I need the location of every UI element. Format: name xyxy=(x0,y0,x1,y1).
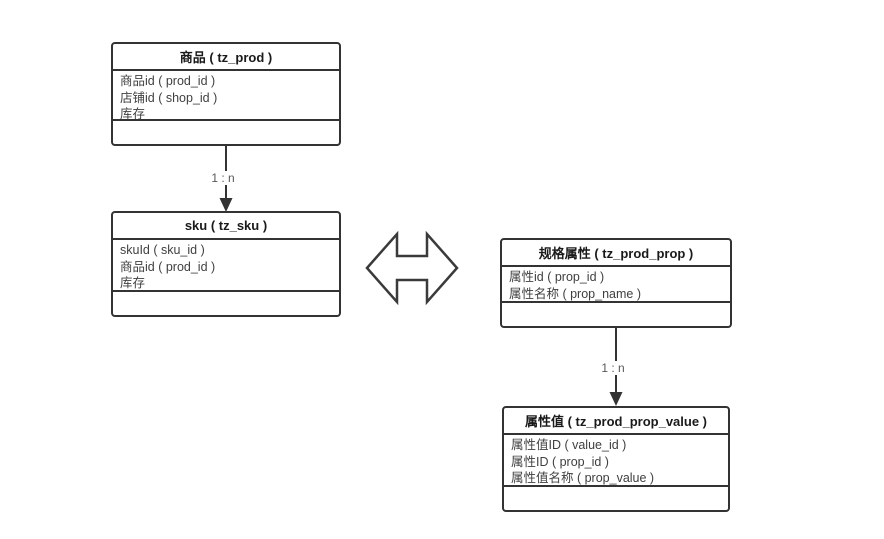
entity-field: 属性id ( prop_id ) xyxy=(509,270,605,284)
entity-fields-sku: skuId ( sku_id ) 商品id ( prod_id ) 库存 xyxy=(113,240,339,292)
bidirectional-arrow-icon xyxy=(365,230,459,306)
entity-field: 库存 xyxy=(120,276,146,290)
entity-field: 属性值ID ( value_id ) xyxy=(511,438,627,452)
entity-field: 属性值名称 ( prop_value ) xyxy=(511,471,655,485)
entity-field: 属性ID ( prop_id ) xyxy=(511,454,609,469)
entity-box-prod-prop-value: 属性值 ( tz_prod_prop_value ) 属性值ID ( value… xyxy=(502,406,730,512)
entity-box-sku: sku ( tz_sku ) skuId ( sku_id ) 商品id ( p… xyxy=(111,211,341,317)
entity-box-prod-prop: 规格属性 ( tz_prod_prop ) 属性id ( prop_id ) 属… xyxy=(500,238,732,328)
entity-title-sku: sku ( tz_sku ) xyxy=(113,213,339,240)
entity-title-prod: 商品 ( tz_prod ) xyxy=(113,44,339,71)
relation-label: 1 : n xyxy=(599,361,627,375)
entity-empty-section xyxy=(113,292,339,315)
entity-empty-section xyxy=(502,303,730,326)
entity-title-prod-prop-value: 属性值 ( tz_prod_prop_value ) xyxy=(504,408,728,435)
entity-title-prod-prop: 规格属性 ( tz_prod_prop ) xyxy=(502,240,730,267)
entity-empty-section xyxy=(113,121,339,144)
entity-field: 属性名称 ( prop_name ) xyxy=(509,286,641,301)
entity-field: 商品id ( prod_id ) xyxy=(120,259,216,274)
entity-field: 商品id ( prod_id ) xyxy=(120,74,216,88)
entity-field: 店铺id ( shop_id ) xyxy=(120,90,218,105)
entity-box-prod: 商品 ( tz_prod ) 商品id ( prod_id ) 店铺id ( s… xyxy=(111,42,341,146)
arrowhead-down-icon xyxy=(609,392,623,406)
arrowhead-down-icon xyxy=(219,198,233,212)
entity-fields-prod-prop-value: 属性值ID ( value_id ) 属性ID ( prop_id ) 属性值名… xyxy=(504,435,728,487)
entity-fields-prod-prop: 属性id ( prop_id ) 属性名称 ( prop_name ) xyxy=(502,267,730,303)
entity-field: 库存 xyxy=(120,107,146,121)
entity-fields-prod: 商品id ( prod_id ) 店铺id ( shop_id ) 库存 xyxy=(113,71,339,121)
entity-empty-section xyxy=(504,487,728,510)
entity-field: skuId ( sku_id ) xyxy=(120,243,205,257)
relation-label: 1 : n xyxy=(209,171,237,185)
